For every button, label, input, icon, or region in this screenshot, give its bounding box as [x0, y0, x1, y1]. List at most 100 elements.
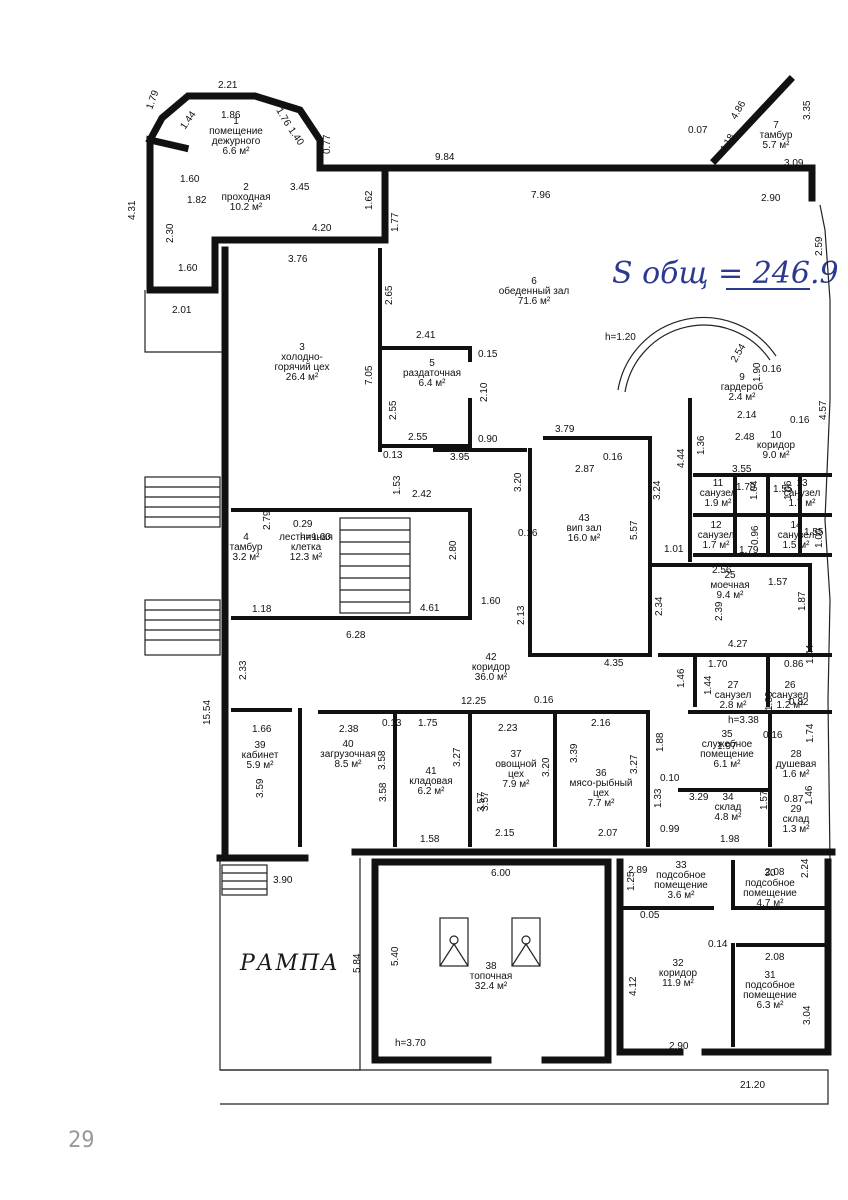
dimension-label: 1.66	[252, 724, 272, 735]
dimension-label: 1.00	[814, 528, 825, 548]
dimension-label: 4.31	[127, 200, 138, 220]
dimension-label: 1.06	[783, 480, 794, 500]
dimension-label: 4.35	[604, 658, 624, 669]
dimension-label: 3.59	[255, 778, 266, 798]
dimension-label: 0.90	[478, 434, 498, 445]
dimension-label: 1.82	[187, 195, 207, 206]
dimension-label: 2.16	[591, 718, 611, 729]
dimension-label: 3.90	[273, 875, 293, 886]
dimension-label: 4.86	[729, 99, 748, 122]
dimension-label: 1.58	[420, 834, 440, 845]
dimension-label: 3.95	[450, 452, 470, 463]
dimension-label: 0.13	[383, 450, 403, 461]
boiler-icon	[439, 917, 469, 967]
dimension-label: 3.45	[290, 182, 310, 193]
dimension-label: 7.96	[531, 190, 551, 201]
dimension-label: 3.76	[288, 254, 308, 265]
dimension-label: 1.44	[178, 109, 198, 132]
height-label: h=3.38	[728, 715, 759, 726]
dimension-label: 1.87	[797, 591, 808, 611]
dimension-label: 3.58	[377, 750, 388, 770]
dimension-label: 0.87	[784, 794, 804, 805]
dimension-label: 2.80	[448, 540, 459, 560]
dimension-label: 2.54	[729, 342, 748, 365]
dimension-label: 6.00	[491, 868, 511, 879]
dimension-label: 2.21	[218, 80, 238, 91]
dimension-label: 12.25	[461, 696, 486, 707]
dimension-label: 1.55	[804, 527, 824, 538]
dimension-label: 1.25	[626, 871, 637, 891]
dimension-label: 2.24	[800, 858, 811, 878]
dimension-label: 2.39	[714, 601, 725, 621]
dimension-label: 1.36	[696, 435, 707, 455]
dimension-label: 0.16	[518, 528, 538, 539]
boiler-icon	[511, 917, 541, 967]
dimension-label: 2.30	[165, 223, 176, 243]
dimension-label: 1.62	[364, 190, 375, 210]
dimension-label: 0.16	[790, 415, 810, 426]
dimension-label: 0.29	[293, 519, 313, 530]
dimension-label: 2.13	[516, 605, 527, 625]
dimension-label: 2.14	[737, 410, 757, 421]
dimension-label: 2.79	[262, 510, 273, 530]
dimension-label: 2.59	[814, 236, 825, 256]
height-label: h=3.70	[395, 1038, 426, 1049]
dimension-label: 4.44	[676, 448, 687, 468]
dimension-label: 0.15	[478, 349, 498, 360]
dimension-label: 0.16	[603, 452, 623, 463]
dimension-label: 1.46	[804, 785, 815, 805]
dimension-label: 1.79	[144, 89, 161, 111]
dimension-label: 0.07	[688, 125, 708, 136]
dimension-label: 0.96	[750, 525, 761, 545]
dimension-label: 2.08	[765, 867, 785, 878]
dimension-label: 1.90	[752, 362, 763, 382]
dimension-label: 1.77	[390, 212, 401, 232]
height-labels: h=1.20h=1.60h=3.38h=3.70	[300, 332, 759, 1049]
dimension-label: 2.41	[416, 330, 436, 341]
dimension-label: 1.57	[768, 577, 788, 588]
dimension-label: 3.20	[541, 757, 552, 777]
dimension-label: 4.61	[420, 603, 440, 614]
dimension-label: 0.14	[708, 939, 728, 950]
dimension-label: 1.98	[720, 834, 740, 845]
dimension-label: 0.99	[660, 824, 680, 835]
dimension-label: 1.01	[664, 544, 684, 555]
dimension-label: 2.10	[479, 382, 490, 402]
dimension-label: 0.10	[660, 773, 680, 784]
dimension-label: 2.38	[339, 724, 359, 735]
dimension-label: 4.12	[628, 976, 639, 996]
dimension-label: 1.60	[481, 596, 501, 607]
dimension-label: 0.16	[534, 695, 554, 706]
stairs	[144, 476, 411, 896]
height-label: h=1.20	[605, 332, 636, 343]
dimension-label: 1.88	[655, 732, 666, 752]
dimension-label: 2.56	[712, 565, 732, 576]
dimension-label: 21.20	[740, 1080, 765, 1091]
dimension-label: 0.16	[762, 364, 782, 375]
